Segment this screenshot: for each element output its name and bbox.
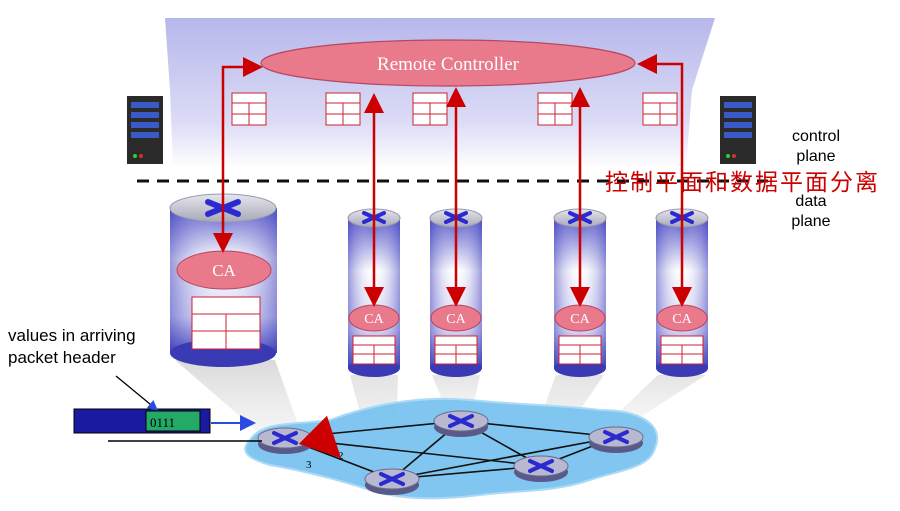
packet-header-field [145,410,201,432]
flow-table [352,335,396,365]
control-arrow [637,54,692,307]
router-icon [364,468,420,495]
router-icon [513,455,569,482]
packet-caption-line1: values in arriving [8,326,136,345]
control-arrow [213,57,263,253]
control-flow-table [537,92,573,126]
flow-table [191,296,261,350]
data-plane-label-line2: plane [791,213,830,230]
flow-table [434,335,478,365]
control-flow-table [412,92,448,126]
port-label: 3 [306,459,312,471]
remote-controller-label: Remote Controller [377,54,520,75]
control-flow-table [642,92,678,126]
router-icon [588,426,644,453]
control-arrows [213,54,692,307]
separation-annotation: 控制平面和数据平面分离 [605,170,880,195]
router-icon [433,410,489,437]
router-icon [257,427,313,454]
caption-pointer [115,375,159,411]
ca-label: CA [446,312,466,327]
packet: 0111 [73,408,211,434]
data-plane-label-line1: data [795,193,826,210]
ca-label: CA [672,312,692,327]
port-label: 2 [338,450,344,462]
server-icon [127,96,163,164]
network-routers [257,410,644,495]
packet-header-bits: 0111 [150,415,175,430]
forwarding-arrow [298,415,342,459]
control-flow-table [231,92,267,126]
control-flow-table [325,92,361,126]
flow-table [558,335,602,365]
ca-label: CA [364,312,384,327]
control-plane-label-line1: control [792,128,840,145]
port-label: 1 [321,419,327,431]
flow-table [660,335,704,365]
ca-label: CA [212,261,236,280]
ca-label: CA [570,312,590,327]
server-icon [720,96,756,164]
packet-caption-line2: packet header [8,348,116,367]
control-plane-label-line2: plane [796,148,835,165]
